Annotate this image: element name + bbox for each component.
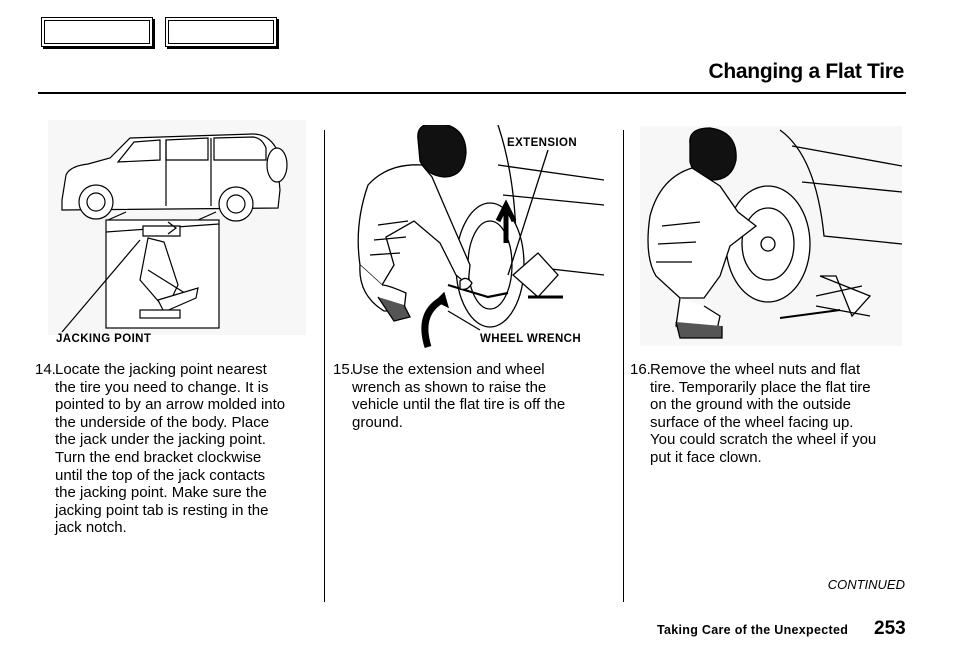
step-16-line: Remove the wheel nuts and flat bbox=[650, 361, 861, 378]
extension-callout: EXTENSION bbox=[507, 137, 578, 149]
column-divider-2 bbox=[623, 130, 624, 602]
jacking-point-illustration bbox=[48, 120, 306, 335]
next-page-button[interactable] bbox=[165, 17, 277, 47]
step-14-line: the jack under the jacking point. bbox=[55, 431, 266, 449]
step-14-number: 14. bbox=[35, 361, 56, 378]
jacking-point-callout: JACKING POINT bbox=[56, 333, 152, 345]
step-16-line: on the ground with the outside bbox=[650, 396, 851, 414]
step-14: 14. Locate the jacking point nearest the… bbox=[35, 361, 315, 541]
step-15-number: 15. bbox=[333, 361, 354, 378]
step-16-number: 16. bbox=[630, 361, 651, 378]
step-15-line: Use the extension and wheel bbox=[352, 361, 545, 378]
step-14-line: until the top of the jack contacts bbox=[55, 466, 266, 484]
step-16-line: tire. Temporarily place the flat tire bbox=[650, 378, 871, 396]
step-14-line: Locate the jacking point nearest bbox=[55, 361, 267, 378]
prev-page-button[interactable] bbox=[41, 17, 153, 47]
page-number: 253 bbox=[874, 618, 906, 639]
footer-section-title: Taking Care of the Unexpected bbox=[657, 623, 849, 637]
step-14-line: pointed to by an arrow molded into bbox=[55, 396, 286, 414]
column-divider-1 bbox=[324, 130, 325, 602]
step-14-line: Turn the end bracket clockwise bbox=[55, 448, 262, 466]
step-14-line: the jacking point. Make sure the bbox=[55, 484, 267, 502]
step-15: 15. Use the extension and wheel wrench a… bbox=[333, 361, 613, 441]
step-16: 16. Remove the wheel nuts and flat tire.… bbox=[630, 361, 920, 471]
page-title: Changing a Flat Tire bbox=[708, 60, 905, 83]
step-16-line: surface of the wheel facing up. bbox=[650, 413, 854, 431]
step-16-text: Remove the wheel nuts and flat tire. Tem… bbox=[650, 361, 876, 467]
raising-vehicle-illustration bbox=[348, 125, 604, 350]
step-14-line: the tire you need to change. It is bbox=[55, 378, 269, 396]
step-16-line: put it face clown. bbox=[650, 448, 762, 466]
continued-label: CONTINUED bbox=[827, 577, 905, 592]
title-rule bbox=[38, 92, 906, 94]
wheel-wrench-callout: WHEEL WRENCH bbox=[480, 333, 582, 345]
removing-wheel-illustration bbox=[640, 126, 902, 346]
step-15-text: Use the extension and wheel wrench as sh… bbox=[352, 361, 565, 431]
step-15-line: ground. bbox=[352, 413, 403, 431]
prev-page-button-frame bbox=[44, 20, 150, 44]
step-14-line: the underside of the body. Place bbox=[55, 413, 270, 431]
step-15-line: vehicle until the flat tire is off the bbox=[352, 396, 566, 414]
step-14-line: jack notch. bbox=[55, 519, 127, 537]
step-16-line: You could scratch the wheel if you bbox=[650, 431, 877, 449]
step-14-line: jacking point tab is resting in the bbox=[55, 501, 269, 519]
step-14-text: Locate the jacking point nearest the tir… bbox=[55, 361, 285, 537]
step-15-line: wrench as shown to raise the bbox=[352, 378, 547, 396]
next-page-button-frame bbox=[168, 20, 274, 44]
